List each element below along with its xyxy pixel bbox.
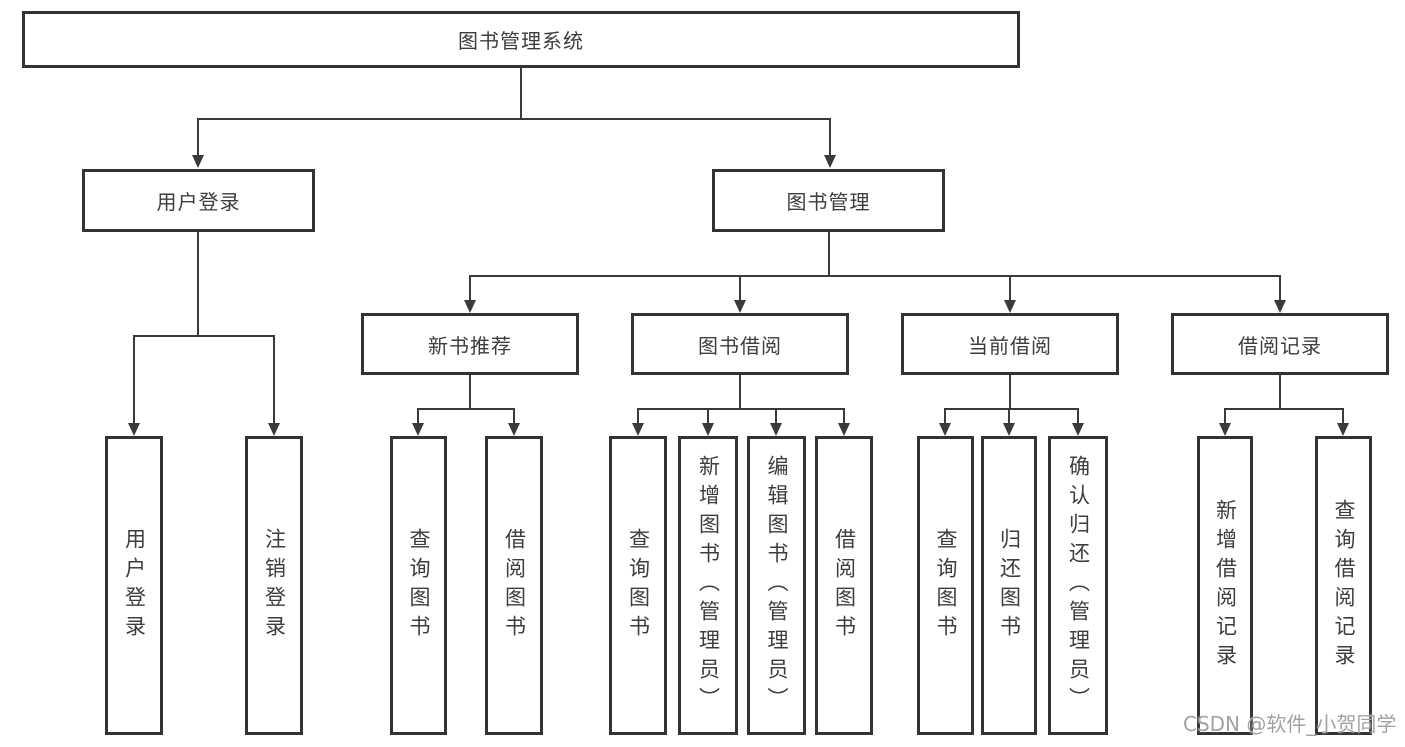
arrow-down-icon [1004,300,1016,313]
leaf-edit-book-admin: 编辑图书（管理员） [747,436,806,735]
leaf-query-borrow-record: 查询借阅记录 [1315,436,1372,735]
connector-drop [1077,408,1079,424]
connector-rail [417,408,515,410]
leaf-label: 注销登录 [262,527,287,644]
connector-drop [944,408,946,424]
connector-drop [775,408,777,424]
connector-drop [469,275,471,302]
leaf-label: 查询图书 [934,527,958,644]
connector-user-login-stem [197,232,199,335]
arrow-down-icon [702,423,714,436]
node-label: 图书借阅 [698,333,782,358]
node-label: 图书管理 [786,190,871,214]
connector-drop [417,408,419,424]
leaf-recommend-borrow-book: 借阅图书 [485,436,543,735]
connector-drop [707,408,709,424]
arrow-down-icon [464,300,476,313]
leaf-label: 编辑图书（管理员） [765,455,789,716]
leaf-return-book: 归还图书 [981,436,1037,735]
csdn-watermark: CSDN @软件_小贺同学 [1183,712,1397,736]
leaf-label: 查询图书 [407,527,431,644]
node-book-manage: 图书管理 [712,169,945,232]
leaf-recommend-query-book: 查询图书 [390,436,447,735]
node-new-book-recommend: 新书推荐 [361,313,579,375]
node-borrow-record: 借阅记录 [1171,313,1389,375]
connector-rail [637,408,845,410]
connector-stem [1279,375,1281,408]
leaf-confirm-return-admin: 确认归还（管理员） [1048,436,1108,735]
connector-drop [739,275,741,302]
arrow-down-icon [1003,423,1015,436]
connector-root-right-drop [829,118,831,157]
leaf-label: 新增借阅记录 [1213,498,1238,673]
leaf-label: 归还图书 [997,527,1022,644]
connector-drop [637,408,639,424]
connector-book-manage-stem [828,232,830,275]
connector-stem [469,375,471,408]
leaf-label: 借阅图书 [502,527,527,644]
node-label: 图书管理系统 [458,29,584,53]
leaf-label: 新增图书（管理员） [696,455,721,716]
leaf-label: 用户登录 [122,527,147,644]
connector-root-rail [197,118,831,120]
node-library-management-system: 图书管理系统 [22,11,1020,68]
node-label: 新书推荐 [428,333,512,358]
node-label: 当前借阅 [968,333,1052,358]
arrow-down-icon [508,423,520,436]
connector-drop [513,408,515,424]
connector-user-login-rail [133,335,275,337]
leaf-label: 确认归还（管理员） [1066,455,1091,716]
leaf-logout: 注销登录 [245,436,303,735]
connector-stem [1009,375,1011,408]
leaf-label: 查询图书 [626,527,651,644]
leaf-user-login: 用户登录 [105,436,163,735]
arrow-down-icon [1274,300,1286,313]
connector-root-left-drop [197,118,199,157]
connector-drop [1224,408,1226,424]
connector-root-stem [520,68,522,118]
node-book-borrow: 图书借阅 [631,313,849,375]
node-label: 借阅记录 [1238,333,1322,358]
connector-drop [273,335,275,423]
leaf-label: 查询借阅记录 [1332,498,1356,673]
connector-drop [1009,275,1011,302]
leaf-borrow-book: 借阅图书 [815,436,873,735]
connector-stem [739,375,741,408]
arrow-down-icon [770,423,782,436]
node-user-login: 用户登录 [82,169,315,232]
connector-drop [1279,275,1281,302]
leaf-add-book-admin: 新增图书（管理员） [678,436,738,735]
arrow-down-icon [192,155,204,168]
connector-drop [1342,408,1344,424]
connector-rail [1224,408,1344,410]
leaf-add-borrow-record: 新增借阅记录 [1197,436,1253,735]
arrow-down-icon [824,155,836,168]
node-label: 用户登录 [156,190,241,214]
arrow-down-icon [632,423,644,436]
arrow-down-icon [1072,423,1084,436]
connector-drop [133,335,135,423]
arrow-down-icon [1219,423,1231,436]
leaf-label: 借阅图书 [832,527,857,644]
arrow-down-icon [268,423,280,436]
node-current-borrow: 当前借阅 [901,313,1119,375]
leaf-current-query-book: 查询图书 [917,436,974,735]
leaf-borrow-query-book: 查询图书 [609,436,667,735]
arrow-down-icon [734,300,746,313]
connector-drop [1008,408,1010,424]
connector-rail [944,408,1079,410]
arrow-down-icon [838,423,850,436]
connector-drop [843,408,845,424]
arrow-down-icon [939,423,951,436]
connector-book-manage-rail [469,275,1281,277]
arrow-down-icon [1337,423,1349,436]
arrow-down-icon [412,423,424,436]
arrow-down-icon [128,423,140,436]
